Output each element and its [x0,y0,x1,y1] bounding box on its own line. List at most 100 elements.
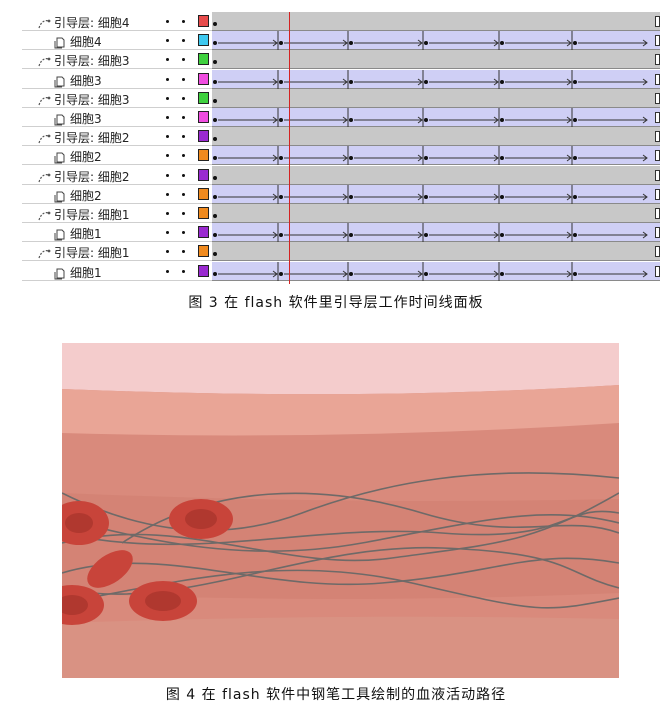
end-frame-marker[interactable] [655,35,660,47]
outline-color-swatch[interactable] [198,226,209,239]
guide-frames[interactable] [212,88,660,108]
tween-frames[interactable] [212,146,660,166]
lock-dot-icon[interactable] [182,39,185,43]
layer-name[interactable]: 细胞1 [70,265,102,280]
layer-header[interactable]: 细胞2 [22,146,212,166]
end-frame-marker[interactable] [655,112,660,123]
lock-dot-icon[interactable] [182,116,185,119]
layer-name[interactable]: 引导层: 细胞2 [54,169,130,184]
guide-frames[interactable] [212,127,660,147]
layer-row[interactable]: 细胞2 [22,184,662,204]
layer-name[interactable]: 细胞4 [70,35,102,50]
end-frame-marker[interactable] [655,246,660,258]
layer-row[interactable]: 细胞2 [22,146,662,166]
layer-header[interactable]: 引导层: 细胞2 [22,165,212,185]
outline-color-swatch[interactable] [198,72,209,85]
layer-header[interactable]: 细胞1 [22,223,212,243]
outline-color-swatch[interactable] [198,15,209,27]
outline-color-swatch[interactable] [198,91,209,104]
guide-frames[interactable] [212,204,660,223]
visibility-dot-icon[interactable] [166,135,169,139]
guide-layer-row[interactable]: 引导层: 细胞1 [22,204,662,223]
layer-name[interactable]: 细胞2 [70,150,102,165]
end-frame-marker[interactable] [655,227,660,239]
guide-layer-row[interactable]: 引导层: 细胞3 [22,50,662,70]
guide-frames[interactable] [212,12,660,31]
guide-layer-row[interactable]: 引导层: 细胞2 [22,165,662,185]
layer-header[interactable]: 引导层: 细胞1 [22,204,212,223]
guide-frames[interactable] [212,242,660,262]
layer-name[interactable]: 细胞1 [70,227,102,242]
layer-name[interactable]: 引导层: 细胞1 [54,208,130,222]
layer-row[interactable]: 细胞3 [22,69,662,89]
layer-header[interactable]: 引导层: 细胞1 [22,242,212,262]
tween-frames[interactable] [212,261,660,281]
visibility-dot-icon[interactable] [166,154,169,158]
end-frame-marker[interactable] [655,73,660,85]
visibility-dot-icon[interactable] [166,212,169,215]
visibility-dot-icon[interactable] [166,39,169,43]
tween-frames[interactable] [212,223,660,243]
layer-name[interactable]: 细胞3 [70,73,102,88]
lock-dot-icon[interactable] [182,212,185,215]
visibility-dot-icon[interactable] [166,269,169,273]
layer-header[interactable]: 细胞3 [22,69,212,89]
layer-row[interactable]: 细胞1 [22,223,662,243]
guide-layer-row[interactable]: 引导层: 细胞4 [22,12,662,31]
tween-frames[interactable] [212,184,660,204]
guide-layer-row[interactable]: 引导层: 细胞1 [22,242,662,262]
layer-header[interactable]: 引导层: 细胞2 [22,127,212,147]
outline-color-swatch[interactable] [198,207,209,219]
lock-dot-icon[interactable] [182,192,185,196]
outline-color-swatch[interactable] [198,149,209,162]
guide-frames[interactable] [212,165,660,185]
visibility-dot-icon[interactable] [166,20,169,23]
layer-row[interactable]: 细胞4 [22,31,662,51]
layer-header[interactable]: 细胞4 [22,31,212,51]
layer-header[interactable]: 引导层: 细胞4 [22,12,212,31]
visibility-dot-icon[interactable] [166,231,169,235]
end-frame-marker[interactable] [655,54,660,66]
layer-name[interactable]: 引导层: 细胞4 [54,16,130,30]
lock-dot-icon[interactable] [182,231,185,235]
visibility-dot-icon[interactable] [166,58,169,62]
guide-layer-row[interactable]: 引导层: 细胞2 [22,127,662,147]
visibility-dot-icon[interactable] [166,173,169,177]
visibility-dot-icon[interactable] [166,192,169,196]
layer-header[interactable]: 细胞3 [22,108,212,127]
end-frame-marker[interactable] [655,150,660,162]
lock-dot-icon[interactable] [182,250,185,254]
end-frame-marker[interactable] [655,208,660,219]
outline-color-swatch[interactable] [198,130,209,143]
layer-name[interactable]: 引导层: 细胞2 [54,131,130,146]
end-frame-marker[interactable] [655,131,660,143]
tween-frames[interactable] [212,31,660,51]
outline-color-swatch[interactable] [198,34,209,47]
tween-frames[interactable] [212,69,660,89]
lock-dot-icon[interactable] [182,135,185,139]
layer-header[interactable]: 引导层: 细胞3 [22,88,212,108]
visibility-dot-icon[interactable] [166,116,169,119]
outline-color-swatch[interactable] [198,187,209,200]
outline-color-swatch[interactable] [198,264,209,277]
outline-color-swatch[interactable] [198,168,209,181]
end-frame-marker[interactable] [655,188,660,200]
guide-layer-row[interactable]: 引导层: 细胞3 [22,88,662,108]
lock-dot-icon[interactable] [182,58,185,62]
layer-name[interactable]: 细胞3 [70,112,102,126]
layer-name[interactable]: 引导层: 细胞3 [54,54,130,69]
end-frame-marker[interactable] [655,92,660,104]
end-frame-marker[interactable] [655,16,660,27]
lock-dot-icon[interactable] [182,269,185,273]
layer-header[interactable]: 引导层: 细胞3 [22,50,212,70]
layer-name[interactable]: 细胞2 [70,188,102,203]
lock-dot-icon[interactable] [182,77,185,81]
end-frame-marker[interactable] [655,169,660,181]
outline-color-swatch[interactable] [198,111,209,123]
layer-name[interactable]: 引导层: 细胞3 [54,92,130,107]
outline-color-swatch[interactable] [198,53,209,66]
lock-dot-icon[interactable] [182,96,185,100]
outline-color-swatch[interactable] [198,245,209,258]
layer-name[interactable]: 引导层: 细胞1 [54,246,130,261]
visibility-dot-icon[interactable] [166,77,169,81]
